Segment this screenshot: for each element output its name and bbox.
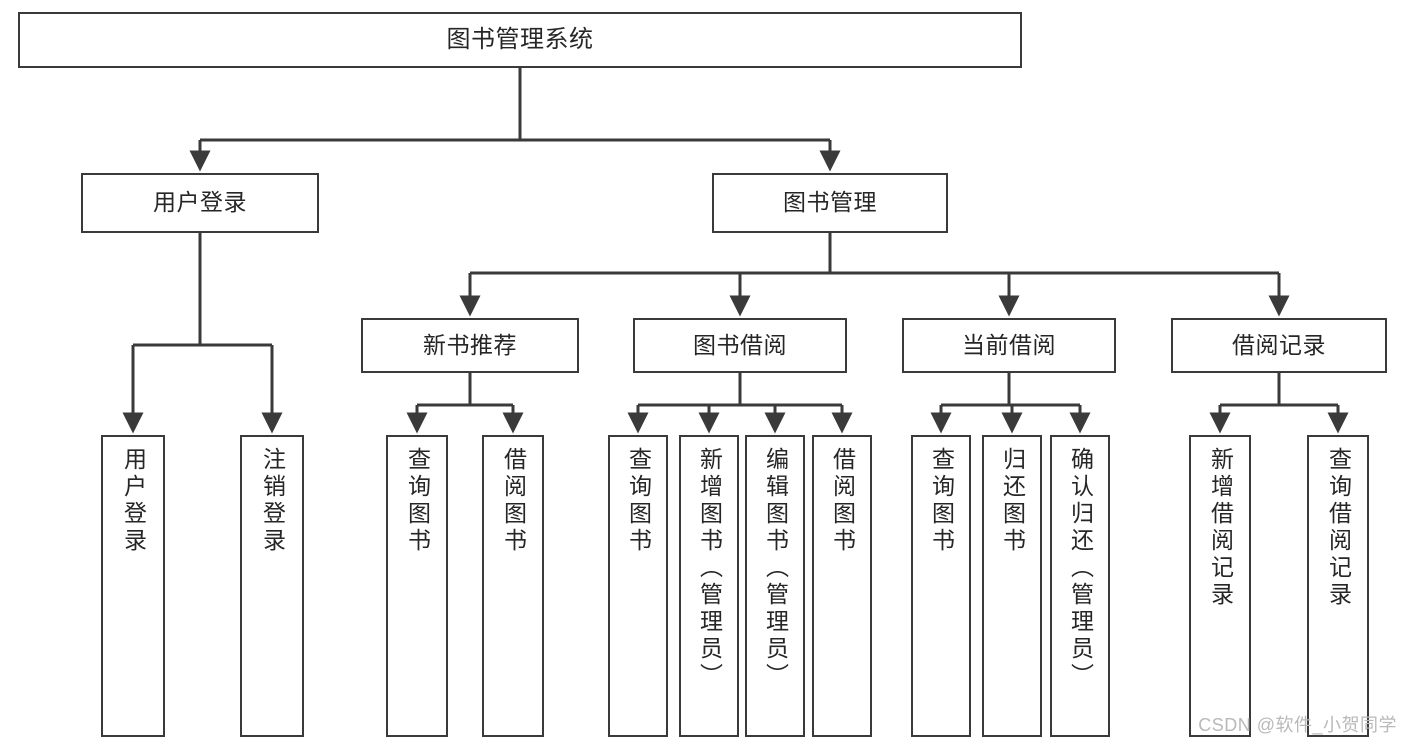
node-leaf-confirm-return[interactable]: 确认归还（管理员）: [1050, 435, 1110, 737]
node-leaf-add-book-label: 新增图书（管理员）: [696, 447, 723, 690]
node-new-book-recommend[interactable]: 新书推荐: [361, 318, 579, 373]
node-leaf-query-book-3[interactable]: 查询图书: [911, 435, 971, 737]
node-leaf-borrow-book-2[interactable]: 借阅图书: [812, 435, 872, 737]
node-leaf-query-book-1[interactable]: 查询图书: [386, 435, 448, 737]
node-book-manage[interactable]: 图书管理: [712, 173, 948, 233]
node-leaf-query-book-2[interactable]: 查询图书: [608, 435, 668, 737]
node-user-login-label: 用户登录: [153, 189, 247, 216]
node-current-borrow[interactable]: 当前借阅: [902, 318, 1116, 373]
node-book-manage-label: 图书管理: [783, 189, 877, 216]
node-leaf-logout-label: 注销登录: [259, 447, 286, 555]
node-leaf-query-book-1-label: 查询图书: [404, 447, 431, 555]
node-leaf-query-record[interactable]: 查询借阅记录: [1307, 435, 1369, 737]
node-leaf-query-record-label: 查询借阅记录: [1325, 447, 1352, 609]
node-leaf-add-book[interactable]: 新增图书（管理员）: [679, 435, 739, 737]
node-leaf-confirm-return-label: 确认归还（管理员）: [1067, 447, 1094, 690]
node-new-book-recommend-label: 新书推荐: [423, 331, 517, 358]
node-root-label: 图书管理系统: [446, 25, 594, 53]
node-leaf-borrow-book-1-label: 借阅图书: [500, 447, 527, 555]
node-leaf-add-record-label: 新增借阅记录: [1207, 447, 1234, 609]
node-leaf-borrow-book-2-label: 借阅图书: [829, 447, 856, 555]
node-leaf-return-book[interactable]: 归还图书: [982, 435, 1042, 737]
node-borrow-record[interactable]: 借阅记录: [1171, 318, 1387, 373]
node-leaf-user-login-label: 用户登录: [120, 447, 147, 555]
node-leaf-borrow-book-1[interactable]: 借阅图书: [482, 435, 544, 737]
node-borrow-record-label: 借阅记录: [1232, 331, 1326, 358]
node-book-borrow[interactable]: 图书借阅: [633, 318, 847, 373]
node-leaf-query-book-3-label: 查询图书: [928, 447, 955, 555]
node-leaf-return-book-label: 归还图书: [999, 447, 1026, 555]
node-root[interactable]: 图书管理系统: [18, 12, 1022, 68]
node-leaf-add-record[interactable]: 新增借阅记录: [1189, 435, 1251, 737]
node-leaf-edit-book[interactable]: 编辑图书（管理员）: [745, 435, 805, 737]
node-leaf-user-login[interactable]: 用户登录: [101, 435, 165, 737]
csdn-watermark: CSDN @软件_小贺同学: [1198, 715, 1397, 735]
node-leaf-logout[interactable]: 注销登录: [240, 435, 304, 737]
node-current-borrow-label: 当前借阅: [962, 331, 1056, 358]
node-user-login[interactable]: 用户登录: [81, 173, 319, 233]
node-leaf-edit-book-label: 编辑图书（管理员）: [762, 447, 789, 690]
node-leaf-query-book-2-label: 查询图书: [625, 447, 652, 555]
node-book-borrow-label: 图书借阅: [693, 331, 787, 358]
